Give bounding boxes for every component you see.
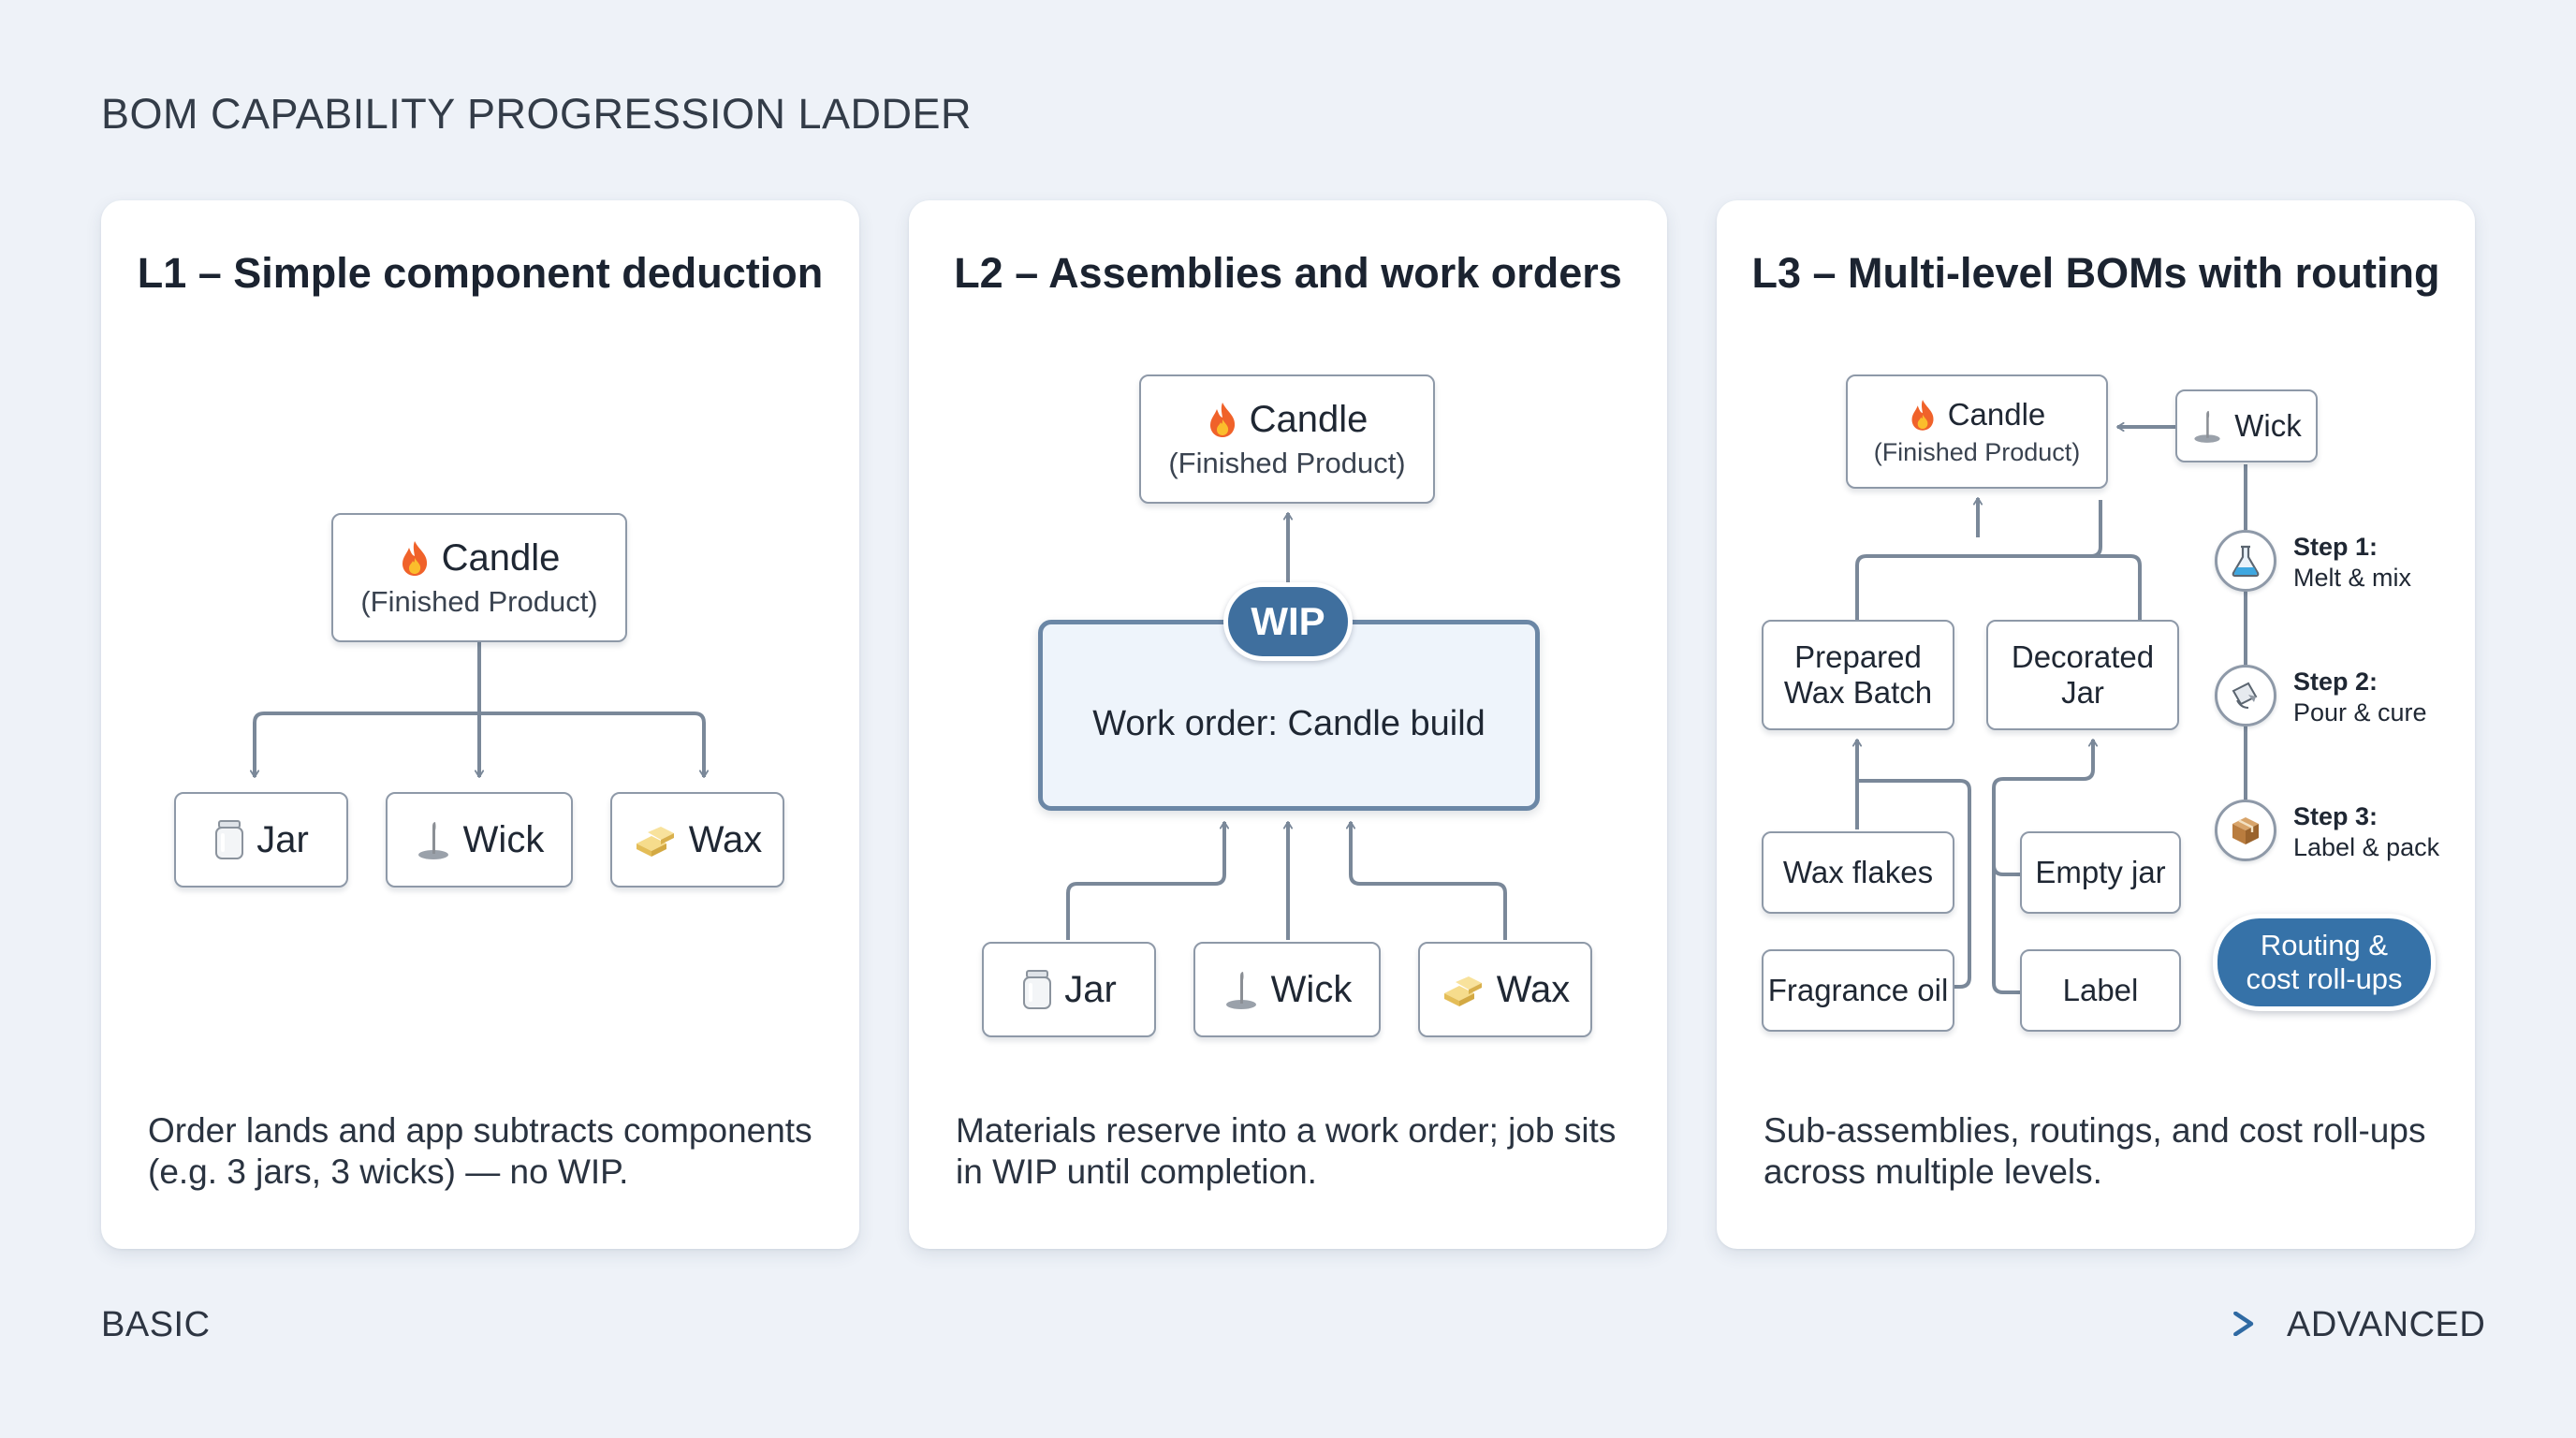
l1-jar-label: Jar [256, 818, 309, 860]
jar-icon [215, 820, 244, 859]
l2-candle-node: Candle (Finished Product) [1139, 374, 1435, 504]
pour-icon [2232, 682, 2258, 709]
wick-icon [417, 822, 448, 859]
package-icon [2232, 817, 2259, 844]
panel-l3-title: L3 – Multi-level BOMs with routing [1751, 249, 2440, 297]
panel-l1: L1 – Simple component deduction Candle (… [101, 200, 859, 1249]
panel-l2: L2 – Assemblies and work orders Candle (… [909, 200, 1667, 1249]
step-3-label: Step 3: Label & pack [2293, 801, 2439, 863]
l3-wick-label: Wick [2234, 408, 2302, 443]
panel-l3: L3 – Multi-level BOMs with routing Candl… [1717, 200, 2475, 1249]
l1-jar-node: Jar [174, 792, 348, 888]
step-2-title: Step 2: [2293, 668, 2378, 696]
l1-wax-node: Wax [610, 792, 784, 888]
l2-candle-sub: (Finished Product) [1168, 446, 1406, 479]
l3-prepared-line2: Wax Batch [1783, 675, 1933, 710]
step-3-text: Label & pack [2293, 833, 2440, 861]
l3-decorated-line2: Jar [2061, 675, 2104, 710]
scale-basic-label: BASIC [101, 1305, 211, 1344]
l1-wick-node: Wick [386, 792, 573, 888]
l3-description: Sub-assemblies, routings, and cost roll-… [1764, 1111, 2426, 1191]
l2-candle-name: Candle [1249, 398, 1368, 440]
fire-icon [1209, 403, 1235, 437]
routing-badge-line1: Routing & [2260, 929, 2389, 961]
l3-fragrance-oil-label: Fragrance oil [1767, 973, 1949, 1007]
l3-wax-flakes-node: Wax flakes [1762, 831, 1954, 914]
l1-candle-node: Candle (Finished Product) [331, 513, 627, 642]
step-3-circle [2215, 800, 2276, 861]
l2-work-order-label: Work order: Candle build [1092, 703, 1486, 743]
fire-icon [1911, 399, 1934, 431]
l3-candle-node: Candle (Finished Product) [1846, 374, 2108, 489]
wax-block-icon [636, 827, 674, 857]
l1-connectors [101, 640, 859, 1249]
wick-icon [2194, 410, 2220, 443]
l3-wax-flakes-label: Wax flakes [1782, 855, 1934, 889]
l1-wick-label: Wick [462, 818, 545, 860]
l2-jar-node: Jar [982, 942, 1156, 1037]
l2-wick-node: Wick [1193, 942, 1381, 1037]
l3-candle-name: Candle [1947, 396, 2046, 432]
page-title: BOM CAPABILITY PROGRESSION LADDER [101, 90, 973, 138]
l2-wip-badge: WIP [1223, 582, 1353, 661]
l3-label-node: Label [2020, 949, 2181, 1032]
step-2-circle [2215, 665, 2276, 726]
flask-icon [2232, 545, 2260, 578]
l3-decorated-jar-node: Decorated Jar [1986, 620, 2179, 730]
routing-cost-rollups-badge: Routing & cost roll-ups [2213, 914, 2436, 1011]
l3-empty-jar-node: Empty jar [2020, 831, 2181, 914]
step-1-title: Step 1: [2293, 533, 2378, 561]
jar-icon [1023, 970, 1052, 1009]
l2-wax-label: Wax [1496, 968, 1571, 1010]
l3-empty-jar-label: Empty jar [2035, 855, 2166, 889]
step-2-label: Step 2: Pour & cure [2293, 667, 2427, 728]
progression-arrow [238, 1296, 2265, 1352]
panel-l1-title: L1 – Simple component deduction [137, 249, 824, 297]
l3-prepared-wax-batch-node: Prepared Wax Batch [1762, 620, 1954, 730]
l2-connectors [1066, 200, 1507, 940]
step-1-label: Step 1: Melt & mix [2293, 532, 2411, 594]
wick-icon [1225, 972, 1256, 1009]
step-3-title: Step 3: [2293, 802, 2378, 830]
fire-icon [402, 541, 427, 576]
l3-candle-sub: (Finished Product) [1873, 437, 2081, 466]
panel-l2-title: L2 – Assemblies and work orders [954, 249, 1622, 297]
l3-prepared-line1: Prepared [1794, 639, 1922, 674]
wax-block-icon [1443, 976, 1482, 1006]
l3-connectors [1717, 200, 2247, 994]
l2-jar-label: Jar [1064, 968, 1117, 1010]
l2-description: Materials reserve into a work order; job… [956, 1111, 1617, 1191]
step-1-circle [2215, 530, 2276, 592]
l3-label-label: Label [2062, 973, 2139, 1007]
l2-wick-label: Wick [1270, 968, 1353, 1010]
step-2-text: Pour & cure [2293, 698, 2427, 726]
l1-description: Order lands and app subtracts components… [148, 1111, 812, 1191]
routing-badge-line2: cost roll-ups [2246, 962, 2403, 995]
l1-wax-label: Wax [688, 818, 763, 860]
l1-candle-sub: (Finished Product) [360, 584, 598, 618]
l3-wick-node: Wick [2175, 389, 2318, 462]
l3-fragrance-oil-node: Fragrance oil [1762, 949, 1954, 1032]
l2-wax-node: Wax [1418, 942, 1592, 1037]
l1-candle-name: Candle [441, 536, 561, 579]
step-1-text: Melt & mix [2293, 564, 2412, 592]
scale-advanced-label: ADVANCED [2287, 1305, 2486, 1344]
l3-decorated-line1: Decorated [2011, 639, 2155, 674]
